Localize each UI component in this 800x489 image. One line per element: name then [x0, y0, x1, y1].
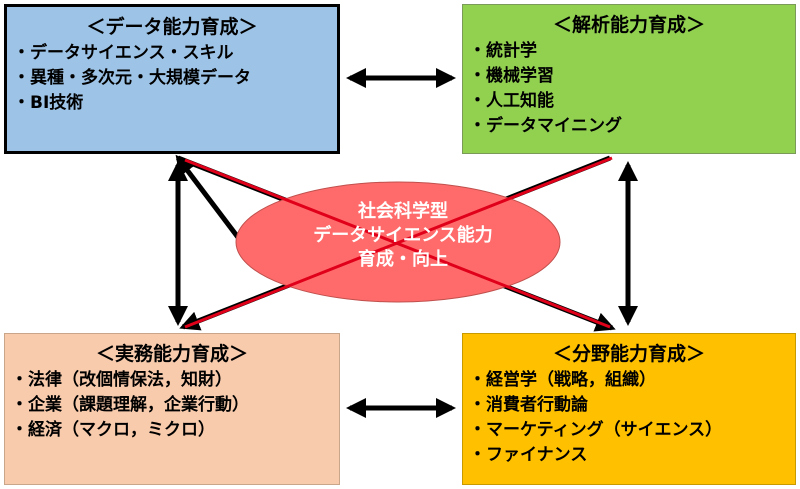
item-list: データサイエンス・スキル 異種・多次元・大規模データ BI技術: [19, 41, 325, 116]
list-item: 消費者行動論: [475, 393, 783, 418]
practical-skills-box: ＜実務能力育成＞ 法律（改個情保法，知財） 企業（課題理解，企業行動） 経済（マ…: [4, 333, 340, 485]
list-item: マーケティング（サイエンス）: [475, 418, 783, 443]
box-title: ＜解析能力育成＞: [552, 14, 705, 36]
item-list: 法律（改個情保法，知財） 企業（課題理解，企業行動） 経済（マクロ，ミクロ）: [17, 368, 327, 443]
list-item: データマイニング: [475, 114, 783, 139]
center-label: 社会科学型 データサイエンス能力 育成・向上: [258, 200, 548, 272]
list-item: ファイナンス: [475, 443, 783, 468]
list-item: 経営学（戦略，組織）: [475, 368, 783, 393]
list-item: 異種・多次元・大規模データ: [19, 66, 325, 91]
cross-line-2: [184, 156, 613, 329]
box-title: ＜実務能力育成＞: [95, 343, 248, 365]
list-item: 経済（マクロ，ミクロ）: [17, 418, 327, 443]
data-skills-box: ＜データ能力育成＞ データサイエンス・スキル 異種・多次元・大規模データ BI技…: [4, 4, 340, 154]
item-list: 経営学（戦略，組織） 消費者行動論 マーケティング（サイエンス） ファイナンス: [475, 368, 783, 468]
box-title: ＜データ能力育成＞: [86, 16, 258, 38]
center-label-line1: 社会科学型: [358, 201, 448, 222]
analysis-skills-box: ＜解析能力育成＞ 統計学 機械学習 人工知能 データマイニング: [462, 4, 796, 154]
list-item: BI技術: [19, 91, 325, 116]
item-list: 統計学 機械学習 人工知能 データマイニング: [475, 39, 783, 139]
list-item: データサイエンス・スキル: [19, 41, 325, 66]
arrow-bl-to-tl-diagonal: [175, 154, 242, 242]
list-item: 統計学: [475, 39, 783, 64]
box-title: ＜分野能力育成＞: [552, 343, 705, 365]
center-label-line3: 育成・向上: [358, 249, 448, 270]
list-item: 機械学習: [475, 64, 783, 89]
list-item: 法律（改個情保法，知財）: [17, 368, 327, 393]
center-label-line2: データサイエンス能力: [313, 225, 493, 246]
list-item: 人工知能: [475, 89, 783, 114]
list-item: 企業（課題理解，企業行動）: [17, 393, 327, 418]
domain-skills-box: ＜分野能力育成＞ 経営学（戦略，組織） 消費者行動論 マーケティング（サイエンス…: [462, 333, 796, 485]
